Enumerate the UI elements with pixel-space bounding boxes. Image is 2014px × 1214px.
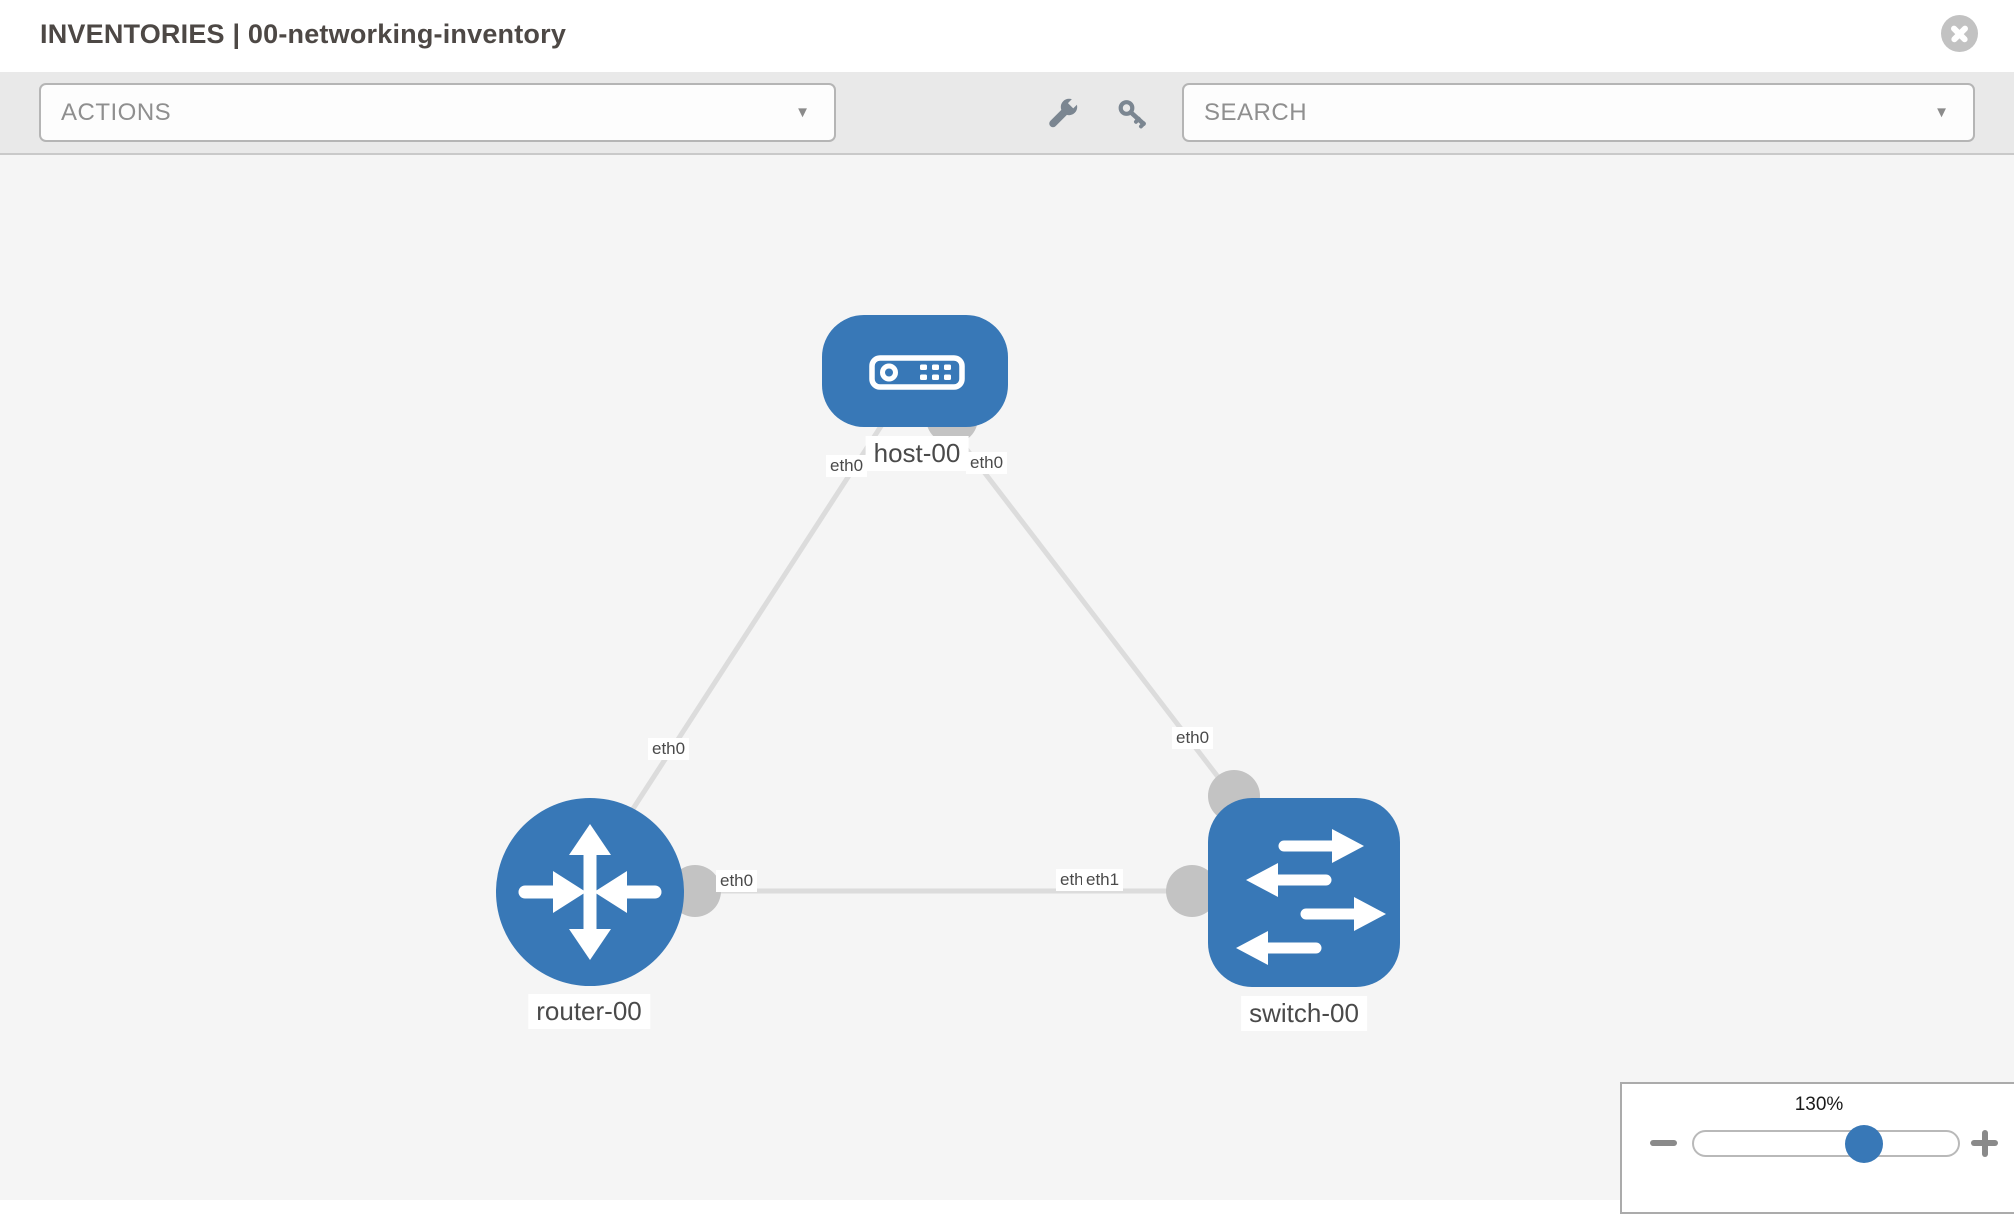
node-host[interactable]: [822, 315, 1008, 427]
iface-label-switch-uplink: eth0: [1172, 727, 1214, 749]
host-icon: [869, 355, 965, 390]
wrench-icon[interactable]: [1045, 96, 1081, 132]
iface-label-host-left: eth0: [826, 455, 868, 477]
iface-label-host-right: eth0: [966, 452, 1008, 474]
caret-down-icon: ▼: [1934, 104, 1949, 121]
node-switch[interactable]: [1208, 798, 1400, 987]
actions-dropdown[interactable]: ACTIONS ▼: [39, 83, 836, 142]
node-label-host: host-00: [865, 436, 969, 471]
caret-down-icon: ▼: [795, 104, 810, 121]
node-label-switch: switch-00: [1241, 996, 1367, 1031]
actions-dropdown-label: ACTIONS: [61, 99, 172, 126]
topology-canvas[interactable]: host-00 router-00 switch-00 eth0 eth0 et…: [0, 155, 2014, 1200]
node-router[interactable]: [496, 798, 684, 986]
iface-label-router-uplink: eth0: [648, 738, 690, 760]
zoom-slider-track[interactable]: [1692, 1130, 1960, 1157]
node-label-router: router-00: [528, 994, 650, 1029]
key-icon[interactable]: [1116, 97, 1152, 133]
search-dropdown-label: SEARCH: [1204, 99, 1308, 126]
zoom-level-value: 130%: [1794, 1094, 1844, 1115]
router-icon: [518, 824, 662, 960]
iface-label-mid-switch-end: eth1: [1082, 869, 1124, 891]
zoom-slider-knob[interactable]: [1845, 1125, 1883, 1163]
header-bar: INVENTORIES | 00-networking-inventory: [0, 0, 2014, 72]
plus-icon: [1981, 1129, 1988, 1157]
zoom-panel: 130%: [1620, 1082, 2014, 1214]
close-button[interactable]: [1941, 15, 1978, 52]
toolbar: ACTIONS ▼ SEARCH ▼: [0, 72, 2014, 155]
page-title: INVENTORIES | 00-networking-inventory: [40, 19, 567, 49]
link-host-router[interactable]: [615, 418, 888, 834]
search-dropdown[interactable]: SEARCH ▼: [1182, 83, 1975, 142]
port-switch-left: [1166, 865, 1218, 917]
iface-label-mid-router-end: eth0: [716, 870, 758, 892]
switch-icon: [1236, 829, 1386, 965]
zoom-out-button[interactable]: [1650, 1140, 1677, 1146]
zoom-in-button[interactable]: [1962, 1084, 2008, 1212]
topology-edges: [615, 392, 1270, 917]
